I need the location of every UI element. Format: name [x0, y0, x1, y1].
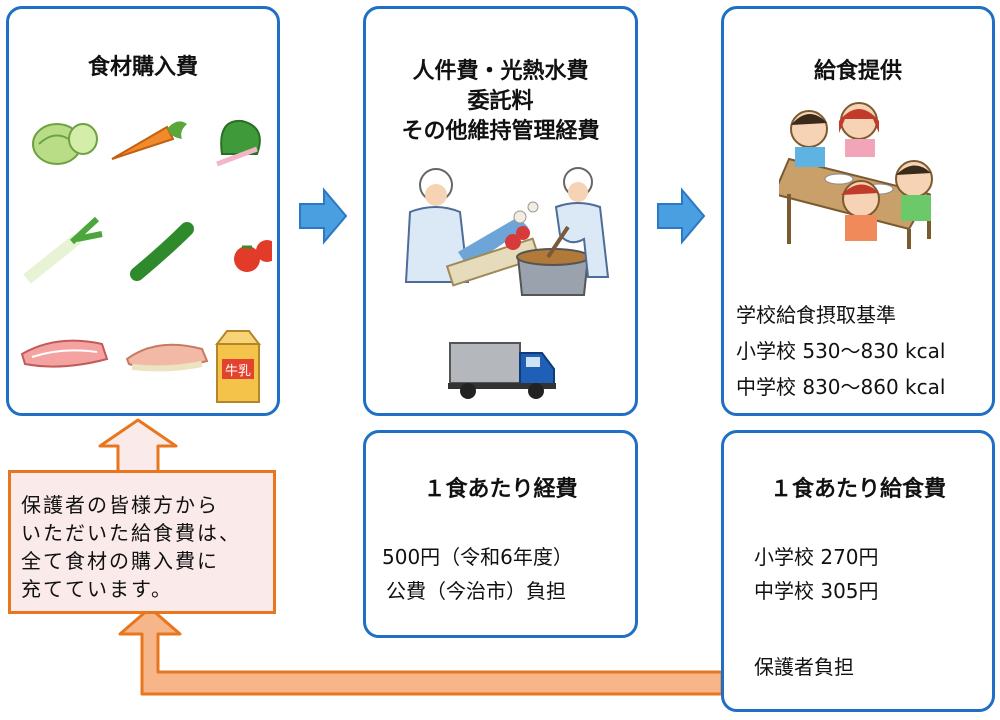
child-icon: [790, 110, 828, 167]
per-meal-cost-card: １食あたり経費 500円（令和6年度） 公費（今治市）負担: [363, 430, 638, 638]
milk-label: 牛乳: [225, 364, 251, 379]
intake-standard-label: 学校給食摂取基準: [736, 303, 896, 327]
fee-elementary: 小学校 270円: [754, 545, 879, 569]
leek-icon: [23, 216, 103, 284]
spinach-icon: [216, 119, 261, 167]
delivery-truck-icon: [448, 342, 556, 399]
child-icon: [839, 102, 879, 157]
note-up-arrow: [98, 418, 178, 474]
child-icon: [841, 180, 880, 241]
note-line-4: 充てています。: [21, 577, 173, 601]
cucumber-icon: [130, 222, 194, 281]
cook-icon: [404, 168, 541, 287]
costs-card: 人件費・光熱水費 委託料 その他維持管理経費: [363, 6, 638, 416]
ingredients-title: 食材購入費: [87, 55, 198, 80]
students-eating-illustration: [779, 102, 933, 249]
costs-line-3: その他維持管理経費: [401, 119, 600, 144]
costs-line-1: 人件費・光熱水費: [412, 59, 589, 84]
intake-elementary: 小学校 530～830 kcal: [736, 339, 946, 363]
per-meal-cost-payer: 公費（今治市）負担: [386, 579, 566, 603]
fish-icon: [125, 343, 209, 372]
per-meal-cost-amount: 500円（令和6年度）: [382, 545, 573, 569]
per-meal-fee-card: １食あたり給食費 小学校 270円 中学校 305円 保護者負担: [721, 430, 995, 712]
note-line-2: いただいた給食費は、: [21, 521, 241, 545]
fee-junior-high: 中学校 305円: [754, 579, 879, 603]
meat-icon: [20, 339, 109, 368]
per-meal-cost-title: １食あたり経費: [423, 477, 578, 502]
note-line-1: 保護者の皆様方から: [21, 493, 219, 517]
cook-stirring-icon: [546, 167, 610, 278]
costs-line-2: 委託料: [467, 89, 534, 114]
kitchen-staff-illustration: [404, 167, 610, 296]
intake-junior-high: 中学校 830～860 kcal: [736, 375, 946, 399]
parents-note: 保護者の皆様方から いただいた給食費は、 全て食材の購入費に 充てています。: [8, 470, 276, 614]
milk-carton-icon: 牛乳: [214, 330, 262, 403]
flow-arrow-1: [299, 187, 348, 245]
carrot-icon: [111, 121, 187, 160]
vegetables-illustration: 牛乳: [20, 119, 272, 403]
pot-icon: [513, 201, 590, 296]
cabbage-icon: [32, 123, 98, 165]
child-icon: [895, 160, 933, 221]
per-meal-fee-title: １食あたり給食費: [769, 477, 946, 502]
note-line-3: 全て食材の購入費に: [21, 549, 219, 573]
tomato-icon: [234, 240, 272, 272]
ingredients-card: 食材購入費: [6, 6, 280, 416]
provision-card: 給食提供 学校給食摂取基準 小学校 530～830 kcal 中学校 830～8…: [721, 6, 995, 416]
fee-payer: 保護者負担: [754, 655, 854, 679]
provision-title: 給食提供: [813, 59, 902, 84]
flow-arrow-2: [657, 187, 706, 245]
